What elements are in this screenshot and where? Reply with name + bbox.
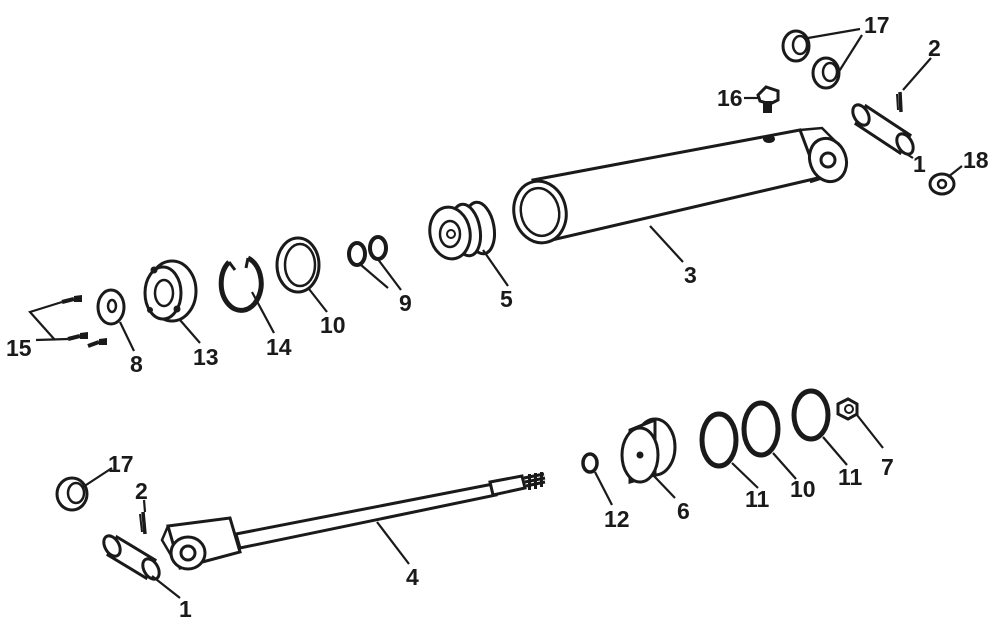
callout-8: 8 bbox=[130, 351, 143, 377]
callout-15: 15 bbox=[6, 335, 32, 361]
callout-1-upper: 1 bbox=[913, 151, 926, 177]
callout-3: 3 bbox=[684, 262, 697, 288]
seal-ring-11b bbox=[791, 388, 831, 442]
bushing-upper-1 bbox=[781, 29, 811, 63]
lock-nut bbox=[836, 397, 859, 421]
o-ring-12 bbox=[581, 452, 599, 474]
piston bbox=[428, 200, 497, 261]
callout-2-lower: 2 bbox=[135, 478, 148, 504]
cotter-pin-lower bbox=[139, 511, 147, 535]
bushing-upper-2 bbox=[811, 56, 841, 90]
cotter-pin-upper bbox=[896, 91, 903, 113]
callout-6: 6 bbox=[677, 498, 690, 524]
callout-7: 7 bbox=[881, 454, 894, 480]
seal-ring-11a bbox=[699, 411, 739, 469]
leader-lines bbox=[28, 27, 963, 599]
callout-17-upper: 17 bbox=[864, 12, 890, 38]
callout-1-lower: 1 bbox=[179, 596, 192, 622]
callout-17-lower: 17 bbox=[108, 451, 134, 477]
callout-16: 16 bbox=[717, 85, 743, 111]
clevis-pin-upper bbox=[851, 103, 915, 156]
callout-9: 9 bbox=[399, 290, 412, 316]
callout-14: 14 bbox=[266, 334, 292, 360]
callout-10-upper: 10 bbox=[320, 312, 346, 338]
callout-10-lower: 10 bbox=[790, 476, 816, 502]
cylinder-barrel bbox=[512, 126, 849, 245]
callout-13: 13 bbox=[193, 344, 219, 370]
o-ring-9b bbox=[368, 235, 388, 261]
callout-2-upper: 2 bbox=[928, 35, 941, 61]
snap-ring bbox=[218, 255, 264, 313]
washer-18 bbox=[928, 172, 956, 196]
callout-11-b: 11 bbox=[838, 464, 863, 490]
backup-ring-lower bbox=[741, 400, 781, 458]
wiper-washer bbox=[96, 288, 126, 326]
piston-rod bbox=[160, 472, 546, 571]
callout-12: 12 bbox=[604, 506, 630, 532]
end-cap bbox=[143, 259, 198, 323]
bushing-lower bbox=[55, 476, 89, 512]
callout-11-a: 11 bbox=[745, 486, 770, 512]
callout-5: 5 bbox=[500, 286, 513, 312]
backup-ring-upper bbox=[275, 236, 321, 294]
callout-4: 4 bbox=[406, 564, 419, 590]
clevis-pin-lower bbox=[102, 534, 161, 581]
piston-lower bbox=[620, 417, 677, 484]
o-ring-9a bbox=[347, 241, 367, 267]
callout-18: 18 bbox=[963, 147, 989, 173]
screws bbox=[61, 295, 107, 348]
grease-fitting bbox=[756, 85, 780, 113]
